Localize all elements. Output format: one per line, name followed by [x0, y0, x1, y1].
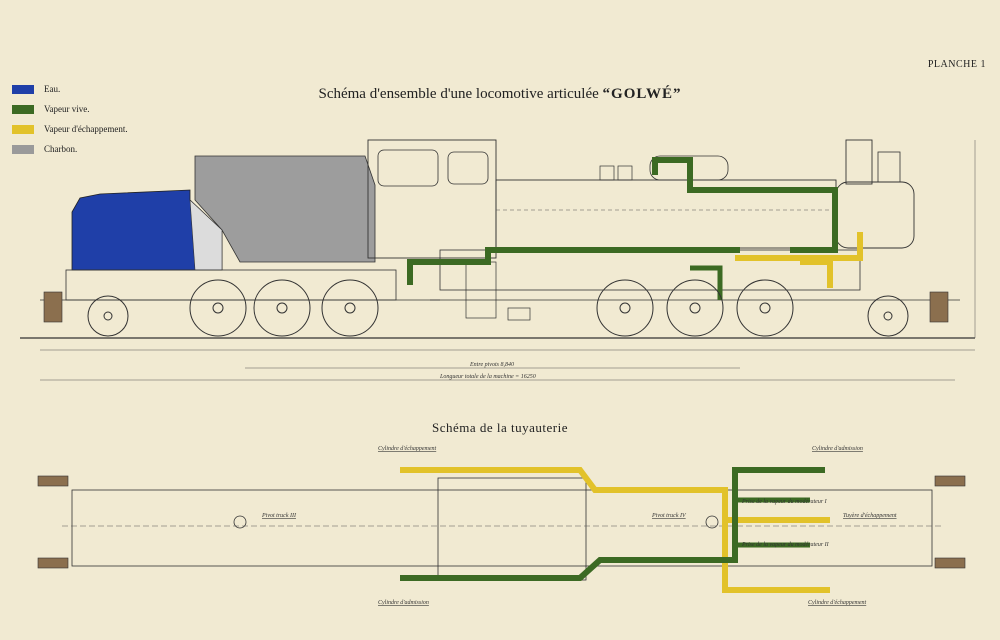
front-buffer: [929, 291, 949, 323]
legend-item-exhaust-steam: Vapeur d'échappement.: [12, 119, 128, 139]
exhaust-steam-pipe: [735, 232, 863, 288]
legend-item-coal: Charbon.: [12, 139, 128, 159]
title-prefix: Schéma d'ensemble d'une locomotive artic…: [318, 86, 599, 102]
legend-label: Vapeur vive.: [44, 104, 90, 114]
label-tuyere: Tuyère d'échappement: [843, 513, 897, 519]
rear-buffer: [43, 291, 63, 323]
legend-label: Vapeur d'échappement.: [44, 124, 128, 134]
plan-exhaust-pipe: [400, 467, 830, 593]
legend-item-live-steam: Vapeur vive.: [12, 99, 128, 119]
legend-label: Eau.: [44, 84, 61, 94]
coal-swatch-icon: [12, 144, 34, 154]
tender-wheels: [87, 279, 379, 337]
headlamp: [877, 151, 901, 183]
label-pivot-truck-iv: Pivot truck IV: [651, 513, 687, 519]
cab-window: [377, 149, 439, 187]
smokebox: [835, 181, 915, 249]
label-cyl-admission-top-right: Cylindre d'admission: [812, 446, 863, 452]
main-title: Schéma d'ensemble d'une locomotive artic…: [0, 86, 1000, 103]
legend-label: Charbon.: [44, 144, 78, 154]
dimension-longueur-totale: Longueur totale de la machine = 16250: [439, 374, 536, 380]
label-prise-moderateur-2: Prise de la vapeur du modérateur II: [741, 542, 830, 548]
tender-frame: [65, 269, 397, 301]
live-steam-pipe: [407, 247, 740, 285]
label-cyl-echap-top-left: Cylindre d'échappement: [378, 446, 437, 452]
chimney: [845, 139, 873, 185]
engine-wheels: [596, 279, 909, 337]
title-name: “GOLWÉ”: [602, 86, 682, 102]
legend-item-water: Eau.: [12, 79, 128, 99]
label-cyl-admission-bottom-left: Cylindre d'admission: [378, 600, 429, 606]
live-steam-swatch-icon: [12, 104, 34, 114]
plan-frame: [71, 489, 933, 567]
plate-number: PLANCHE 1: [927, 59, 986, 70]
label-prise-moderateur-1: Prise de la vapeur du modérateur I: [741, 499, 828, 505]
firebox-outline: [437, 477, 587, 581]
label-cyl-echap-bottom-right: Cylindre d'échappement: [808, 600, 867, 606]
pivot-iii-marker: [233, 515, 247, 529]
piping-subtitle: Schéma de la tuyauterie: [431, 420, 569, 435]
label-pivot-truck-iii: Pivot truck III: [261, 513, 297, 519]
piping-plan-drawing: [37, 467, 966, 593]
pivot-iv-marker: [705, 515, 719, 529]
dimension-entre-pivots: Entre pivots 8,840: [469, 361, 514, 368]
coal-bunker: [194, 155, 376, 263]
plan-live-steam-pipe: [400, 467, 825, 581]
water-swatch-icon: [12, 84, 34, 94]
exhaust-steam-swatch-icon: [12, 124, 34, 134]
color-legend: Eau. Vapeur vive. Vapeur d'échappement. …: [12, 79, 128, 159]
cab: [367, 139, 497, 259]
